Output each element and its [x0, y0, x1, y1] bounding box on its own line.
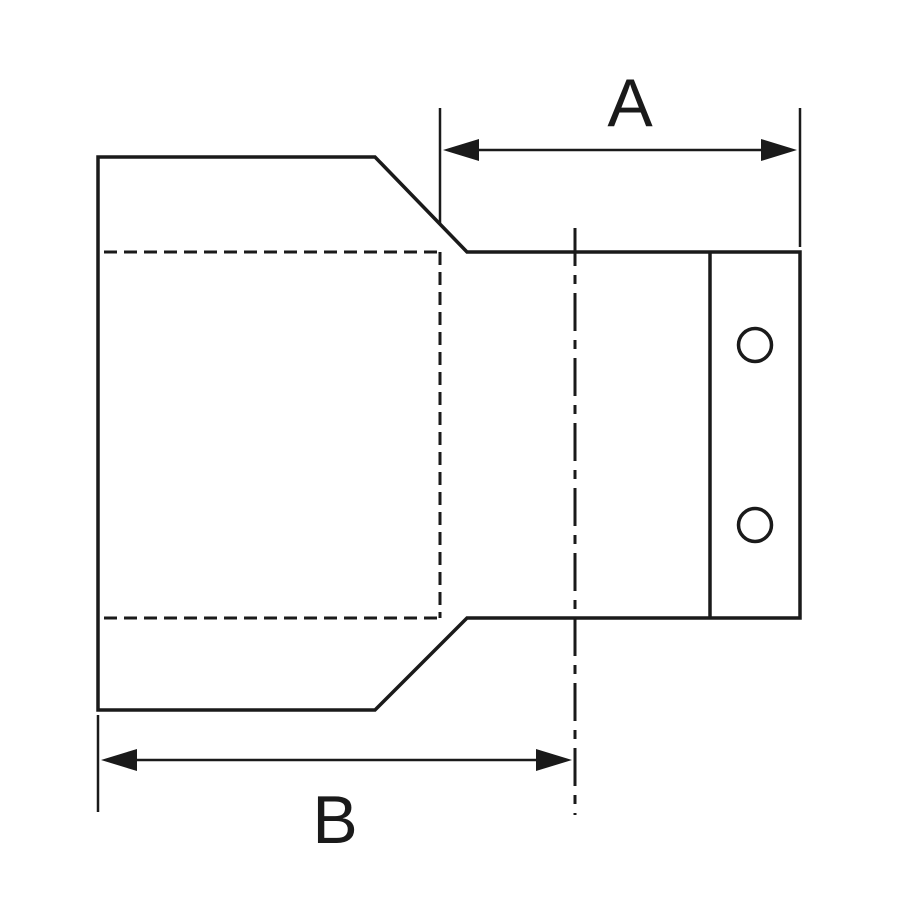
bolt-hole-top	[736, 326, 774, 364]
dim-a-arrowhead-left	[443, 139, 479, 161]
dim-a-arrowhead-right	[761, 139, 797, 161]
dim-a-label: A	[607, 65, 653, 141]
dim-b-arrowhead-left	[101, 749, 137, 771]
dim-b-label: B	[312, 782, 357, 858]
part-outline	[96, 155, 802, 712]
bolt-hole-bottom	[736, 506, 774, 544]
dim-b-arrowhead-right	[536, 749, 572, 771]
